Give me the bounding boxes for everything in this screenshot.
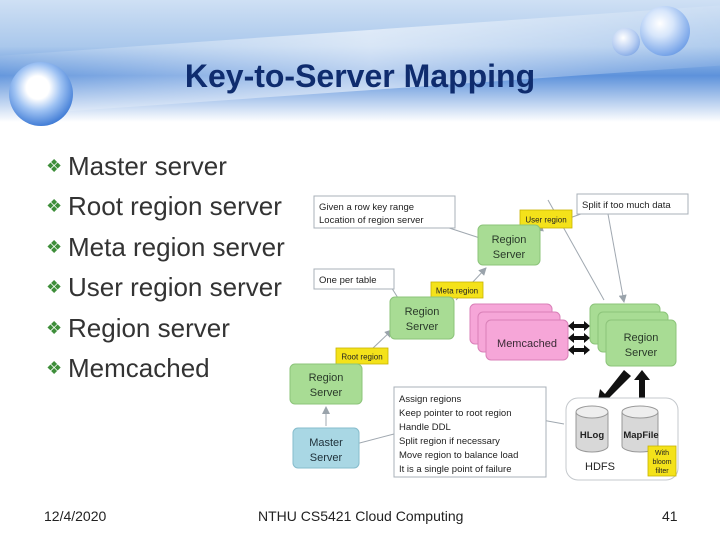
hbase-architecture-diagram: Given a row key range Location of region… xyxy=(289,193,689,481)
bullet-text: Master server xyxy=(68,150,227,181)
svg-text:With: With xyxy=(655,450,669,457)
diamond-bullet-icon: ❖ xyxy=(46,358,63,379)
svg-text:Memcached: Memcached xyxy=(497,338,557,350)
footer-date: 12/4/2020 xyxy=(44,508,107,524)
root-region-server: Region Server xyxy=(289,363,363,405)
svg-text:Location of region server: Location of region server xyxy=(319,215,424,226)
master-server: Master Server xyxy=(292,427,360,469)
hlog-cylinder: HLog xyxy=(575,405,609,453)
diamond-bullet-icon: ❖ xyxy=(46,155,63,176)
bullet-item: ❖Meta region server xyxy=(46,227,285,268)
hdfs-storage: HLog MapFile HDFS With bloom filter xyxy=(565,397,679,481)
svg-text:Region: Region xyxy=(624,332,659,344)
bullet-text: User region server xyxy=(68,272,282,303)
bullet-text: Region server xyxy=(68,312,230,343)
header-background xyxy=(0,0,720,122)
note-row-key: Given a row key range Location of region… xyxy=(313,195,456,229)
svg-text:Server: Server xyxy=(310,387,343,399)
svg-text:HLog: HLog xyxy=(580,430,604,441)
decorative-orb-left xyxy=(9,62,73,126)
svg-text:It is a single point of failur: It is a single point of failure xyxy=(399,464,511,475)
svg-text:Region: Region xyxy=(492,234,527,246)
bullet-item: ❖Root region server xyxy=(46,187,285,228)
decorative-orb-right-large xyxy=(640,6,690,56)
memcached-stack: Memcached xyxy=(469,303,569,361)
note-split: Split if too much data xyxy=(576,193,689,215)
svg-text:Region: Region xyxy=(309,372,344,384)
diamond-bullet-icon: ❖ xyxy=(46,317,63,338)
svg-text:Server: Server xyxy=(625,347,658,359)
bullet-item: ❖Memcached xyxy=(46,349,285,390)
bullet-text: Memcached xyxy=(68,353,210,384)
bullet-item: ❖Region server xyxy=(46,308,285,349)
svg-text:HDFS: HDFS xyxy=(585,461,615,473)
slide-title: Key-to-Server Mapping xyxy=(184,58,536,94)
svg-text:Server: Server xyxy=(406,321,439,333)
svg-text:Assign regions: Assign regions xyxy=(399,394,462,405)
svg-text:Split if too much data: Split if too much data xyxy=(582,200,671,211)
bullet-text: Meta region server xyxy=(68,231,285,262)
svg-text:filter: filter xyxy=(655,468,669,475)
diamond-bullet-icon: ❖ xyxy=(46,236,63,257)
memcached-link-arrows xyxy=(568,321,590,355)
svg-text:Split region if necessary: Split region if necessary xyxy=(399,436,500,447)
region-server-stack: Region Server xyxy=(589,303,677,367)
svg-text:MapFile: MapFile xyxy=(623,430,658,441)
svg-text:Region: Region xyxy=(405,306,440,318)
diamond-bullet-icon: ❖ xyxy=(46,277,63,298)
svg-text:Keep pointer to root region: Keep pointer to root region xyxy=(399,408,512,419)
diamond-bullet-icon: ❖ xyxy=(46,196,63,217)
note-one-per-table: One per table xyxy=(313,268,395,290)
svg-text:Given a row key range: Given a row key range xyxy=(319,202,414,213)
bullet-text: Root region server xyxy=(68,191,282,222)
user-region-server: Region Server xyxy=(477,224,541,266)
meta-region-server: Region Server xyxy=(389,296,455,340)
bullet-item: ❖User region server xyxy=(46,268,285,309)
svg-text:Meta region: Meta region xyxy=(436,287,478,296)
bullet-item: ❖Master server xyxy=(46,146,285,187)
svg-text:User region: User region xyxy=(525,216,566,225)
note-master-duties: Assign regions Keep pointer to root regi… xyxy=(393,386,547,478)
bullet-list: ❖Master server ❖Root region server ❖Meta… xyxy=(46,146,285,389)
svg-text:bloom: bloom xyxy=(652,459,671,466)
svg-text:Move region to balance load: Move region to balance load xyxy=(399,450,518,461)
mapfile-cylinder: MapFile xyxy=(621,405,659,453)
svg-text:Root region: Root region xyxy=(341,353,382,362)
svg-text:Handle DDL: Handle DDL xyxy=(399,422,451,433)
svg-text:Master: Master xyxy=(309,437,343,449)
decorative-orb-right-small xyxy=(612,28,640,56)
footer-course: NTHU CS5421 Cloud Computing xyxy=(258,508,464,524)
svg-text:Server: Server xyxy=(493,249,526,261)
svg-text:One per table: One per table xyxy=(319,275,377,286)
svg-text:Server: Server xyxy=(310,452,343,464)
bloom-filter-tag: With bloom filter xyxy=(647,445,677,477)
tag-meta-region: Meta region xyxy=(430,281,484,299)
tag-root-region: Root region xyxy=(335,347,389,365)
tag-user-region: User region xyxy=(519,209,573,229)
footer-page-number: 41 xyxy=(662,508,678,524)
